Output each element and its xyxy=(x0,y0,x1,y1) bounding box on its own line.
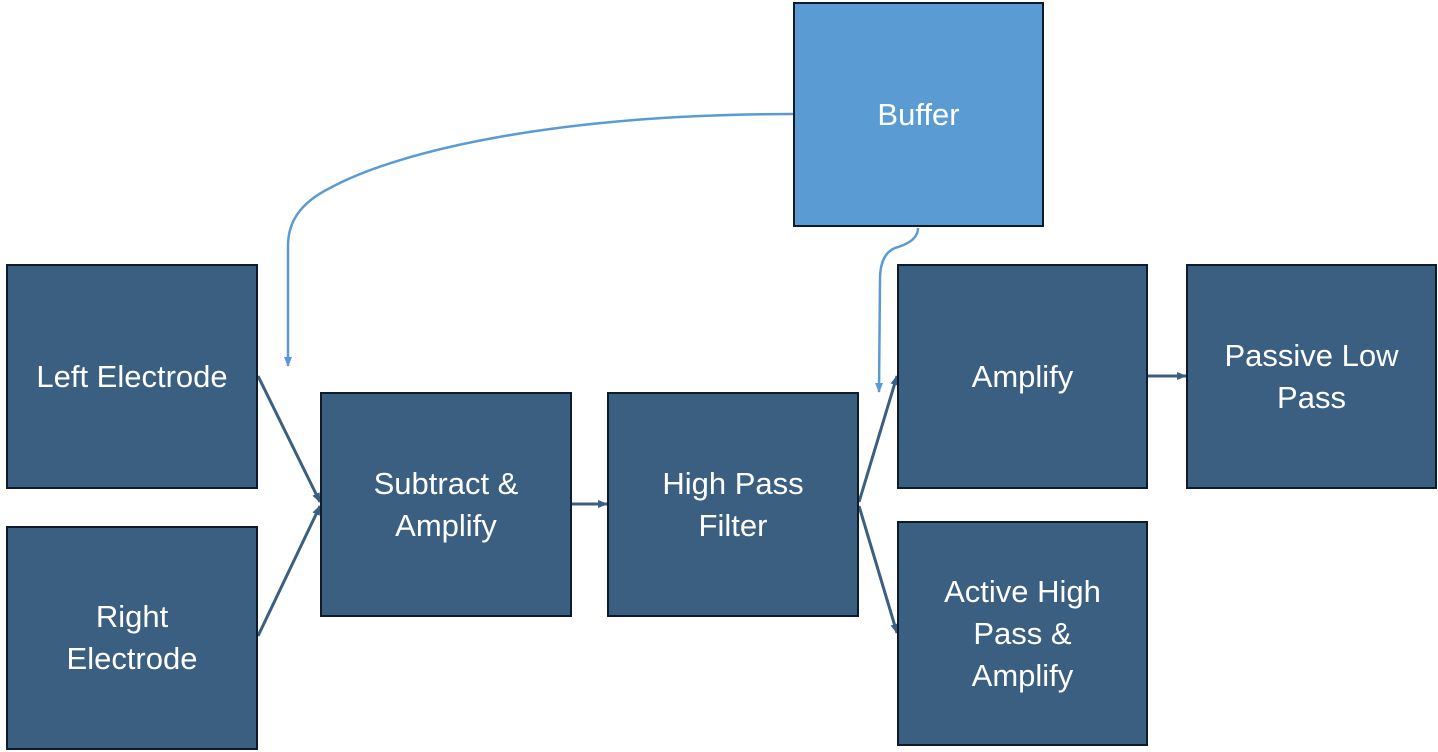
amplify-node: Amplify xyxy=(897,264,1148,489)
left-electrode-node: Left Electrode xyxy=(6,264,258,489)
high-pass-filter-label: High Pass Filter xyxy=(662,465,804,543)
arrow-left-electrode-to-subtract xyxy=(256,375,322,503)
active-high-pass-amplify-node: Active High Pass & Amplify xyxy=(897,521,1148,746)
arrow-highpass-to-amplify xyxy=(857,375,899,503)
amplify-label: Amplify xyxy=(971,358,1074,394)
arrow-right-electrode-to-subtract xyxy=(256,505,322,637)
subtract-amplify-node: Subtract & Amplify xyxy=(320,392,572,617)
passive-low-pass-node: Passive Low Pass xyxy=(1186,264,1437,489)
active-high-pass-amplify-label: Active High Pass & Amplify xyxy=(944,573,1101,693)
subtract-amplify-label: Subtract & Amplify xyxy=(373,465,519,543)
buffer-node: Buffer xyxy=(793,2,1044,227)
high-pass-filter-node: High Pass Filter xyxy=(607,392,859,617)
right-electrode-label: Right Electrode xyxy=(66,599,198,676)
passive-low-pass-label: Passive Low Pass xyxy=(1224,337,1399,415)
left-electrode-label: Left Electrode xyxy=(36,358,228,394)
arrow-buffer-to-subtract xyxy=(284,112,794,367)
right-electrode-node: Right Electrode xyxy=(6,526,258,750)
arrow-highpass-to-active-highpass xyxy=(857,505,899,634)
buffer-label: Buffer xyxy=(877,96,960,132)
